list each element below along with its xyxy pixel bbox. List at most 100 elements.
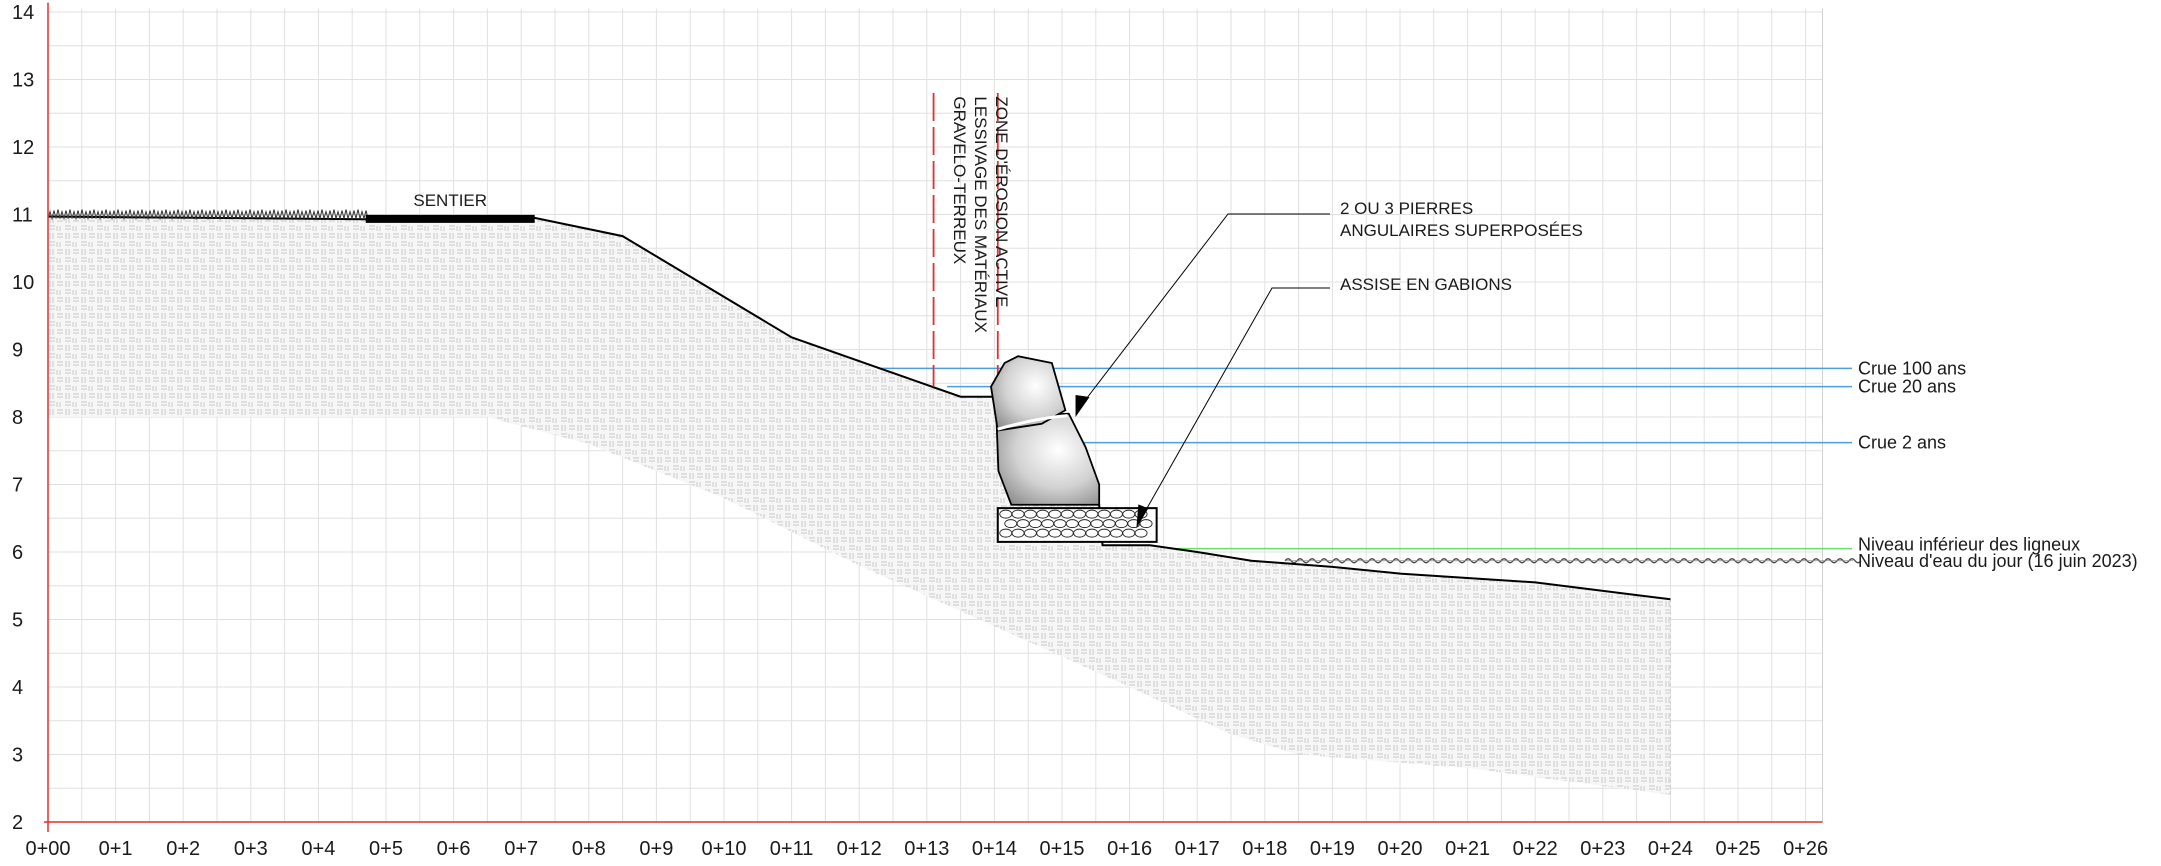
x-tick-label: 0+7 (504, 838, 538, 860)
x-tick-label: 0+1 (99, 838, 133, 860)
gabion-cobble (1011, 509, 1025, 519)
annotation-text: ASSISE EN GABIONS (1340, 275, 1512, 294)
gabion-cobble (1073, 509, 1087, 519)
gabion-cobble (1065, 519, 1079, 529)
x-tick-label: 0+10 (701, 838, 746, 860)
gabion-cobble (1016, 519, 1030, 529)
x-tick-label: 0+14 (972, 838, 1017, 860)
gabion-cobble (1090, 519, 1104, 529)
water-level-label: Crue 100 ans (1858, 358, 1966, 378)
gabion-cobble (1028, 519, 1042, 529)
gabion-cobble (1122, 509, 1136, 519)
gabion-cobble (1097, 528, 1111, 538)
x-tick-label: 0+19 (1310, 838, 1355, 860)
y-tick-label: 4 (12, 677, 23, 699)
stone-lower (995, 412, 1101, 506)
gabion-cobble (1078, 519, 1092, 529)
gabion-cobble (1097, 509, 1111, 519)
gabion-cobble (1110, 509, 1123, 519)
gabion-cobble (1115, 519, 1128, 529)
x-tick-label: 0+11 (770, 838, 814, 860)
gabion-cobble (1036, 528, 1050, 538)
erosion-zone-label: ZONE D'ÉROSION ACTIVE (992, 96, 1011, 307)
gabion-cobble (1036, 509, 1050, 519)
water-level-label: Crue 20 ans (1858, 377, 1956, 397)
y-tick-label: 2 (12, 812, 23, 834)
path-label: SENTIER (413, 191, 487, 210)
x-tick-label: 0+18 (1242, 838, 1287, 860)
water-level-label: Niveau d'eau du jour (16 juin 2023) (1858, 551, 2138, 571)
y-tick-label: 3 (12, 745, 23, 767)
x-tick-label: 0+16 (1107, 838, 1152, 860)
x-tick-label: 0+9 (639, 838, 673, 860)
gabion-cobble (1085, 509, 1099, 519)
erosion-zone-label: GRAVELO-TERREUX (950, 96, 969, 264)
y-tick-label: 7 (12, 475, 23, 497)
gabion-cobble (1073, 528, 1087, 538)
y-tick-label: 10 (12, 272, 34, 294)
y-tick-label: 5 (12, 610, 23, 632)
x-tick-label: 0+21 (1445, 838, 1490, 860)
erosion-zone-label: LESSIVAGE DES MATÉRIAUX (971, 96, 990, 333)
gabion-cobble (1110, 528, 1123, 538)
stone-upper (990, 355, 1067, 432)
x-tick-label: 0+13 (904, 838, 949, 860)
grass-hatch (47, 209, 369, 221)
y-tick-label: 12 (12, 137, 34, 159)
gabion-cobble (1011, 528, 1025, 538)
y-tick-label: 8 (12, 407, 23, 429)
y-tick-label: 11 (12, 205, 33, 227)
soil-hatch-area (48, 216, 1671, 795)
leader-arrowhead (1136, 504, 1149, 529)
gabion-cobble (999, 528, 1013, 538)
gabion-cobble (1023, 528, 1037, 538)
x-tick-label: 0+24 (1648, 838, 1693, 860)
gabion-cobble (1134, 528, 1148, 538)
x-tick-label: 0+12 (837, 838, 882, 860)
chart-axes: 0+00 0+1 0+2 0+3 0+4 0+5 0+6 0+7 0+8 0+9 0+10 0+11 0… (12, 2, 1828, 860)
stone-joint (997, 414, 1068, 431)
path-sentier-bar (365, 214, 535, 223)
x-tick-label: 0+6 (437, 838, 471, 860)
gabion-cobble (1048, 509, 1062, 519)
x-tick-label: 0+22 (1513, 838, 1558, 860)
x-tick-label: 0+3 (234, 838, 268, 860)
y-tick-label: 6 (12, 542, 23, 564)
gabion-cobble (1060, 509, 1074, 519)
gabion-cobble (1023, 509, 1037, 519)
x-tick-label: 0+8 (572, 838, 606, 860)
leader-arrowhead (1075, 395, 1090, 417)
gabion-cobble (1060, 528, 1074, 538)
gabion-cobble (1102, 519, 1116, 529)
gabion-cobble (1139, 519, 1153, 529)
gabion-cobble (1004, 519, 1018, 529)
gabion-cobble (1053, 519, 1067, 529)
gabion-cobble (1085, 528, 1099, 538)
y-tick-label: 13 (12, 70, 34, 92)
x-tick-label: 0+25 (1715, 838, 1760, 860)
gabion-cobble (999, 509, 1013, 519)
annotation-text: ANGULAIRES SUPERPOSÉES (1340, 221, 1583, 240)
y-tick-label: 9 (12, 340, 23, 362)
gabion-cobble (1041, 519, 1055, 529)
x-tick-label: 0+00 (25, 838, 70, 860)
x-tick-label: 0+5 (369, 838, 403, 860)
x-tick-label: 0+15 (1039, 838, 1084, 860)
annotation-text: 2 OU 3 PIERRES (1340, 199, 1473, 218)
x-tick-label: 0+23 (1580, 838, 1625, 860)
x-tick-label: 0+17 (1175, 838, 1220, 860)
x-tick-label: 0+26 (1783, 838, 1828, 860)
leader-line (1081, 213, 1330, 406)
gabion-cobble (1122, 528, 1136, 538)
water-level-label: Niveau inférieur des ligneux (1858, 535, 2080, 555)
x-tick-label: 0+2 (166, 838, 200, 860)
soil-fill (48, 216, 1671, 795)
x-tick-label: 0+4 (301, 838, 335, 860)
x-tick-label: 0+20 (1377, 838, 1422, 860)
gabion-cobble (1048, 528, 1062, 538)
water-level-label: Crue 2 ans (1858, 433, 1946, 453)
leader-line (1141, 287, 1330, 517)
y-tick-label: 14 (12, 2, 34, 24)
